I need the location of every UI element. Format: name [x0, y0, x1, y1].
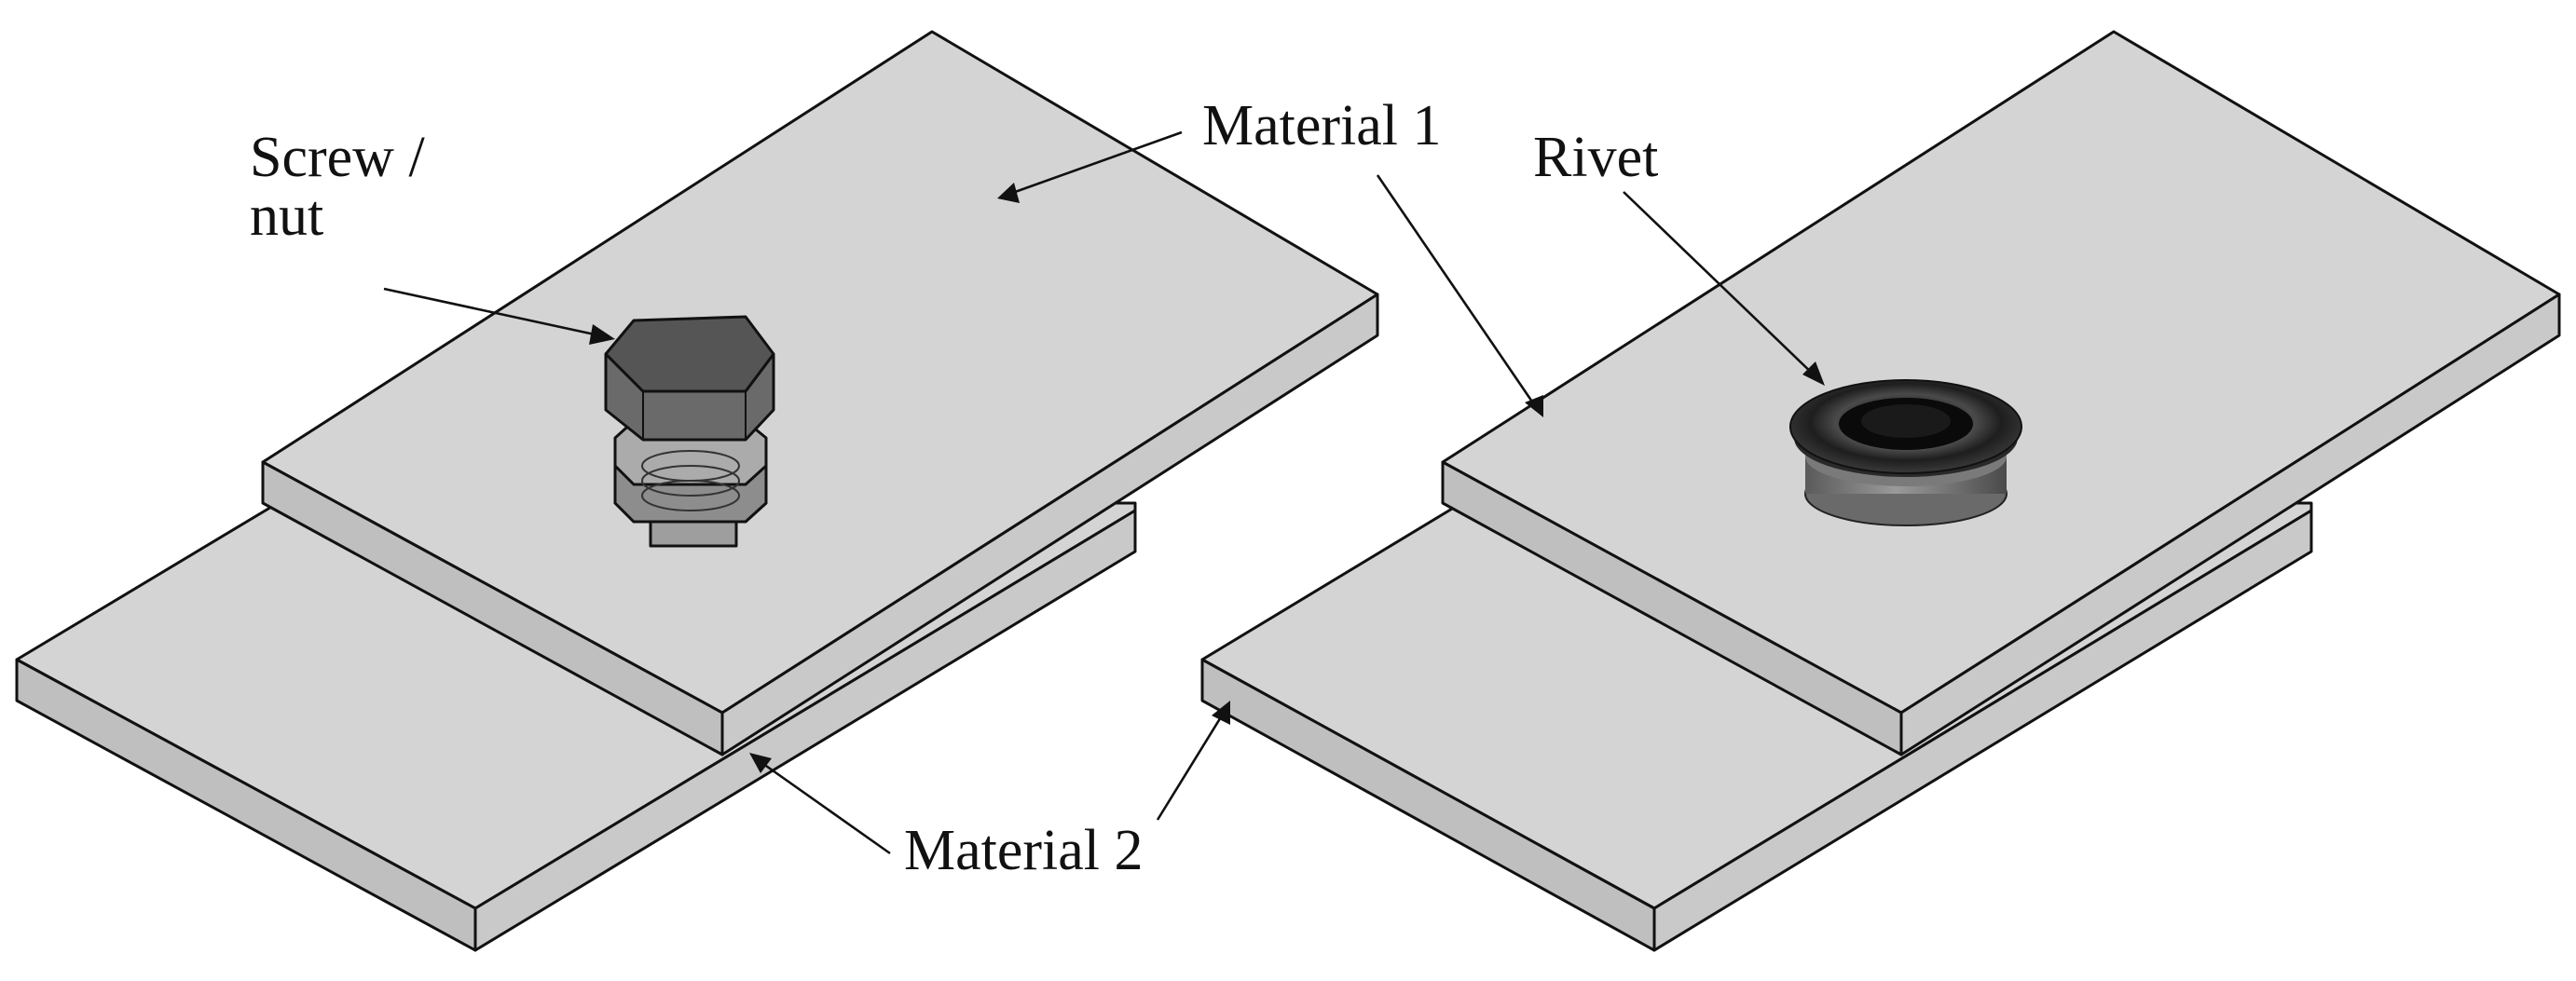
label-material-2: Material 2 [904, 819, 1144, 882]
rivet-icon [1789, 379, 2022, 526]
right-material-1-plate [1441, 30, 2561, 756]
label-rivet: Rivet [1533, 126, 1659, 189]
hex-screw-nut-icon [604, 315, 775, 548]
left-material-1-plate [261, 30, 1379, 756]
left-assembly [15, 30, 1379, 952]
leader-lines [383, 130, 1825, 855]
label-screw-nut: Screw / nut [250, 126, 425, 249]
label-material-1: Material 1 [1202, 94, 1442, 157]
right-assembly [1200, 30, 2561, 952]
